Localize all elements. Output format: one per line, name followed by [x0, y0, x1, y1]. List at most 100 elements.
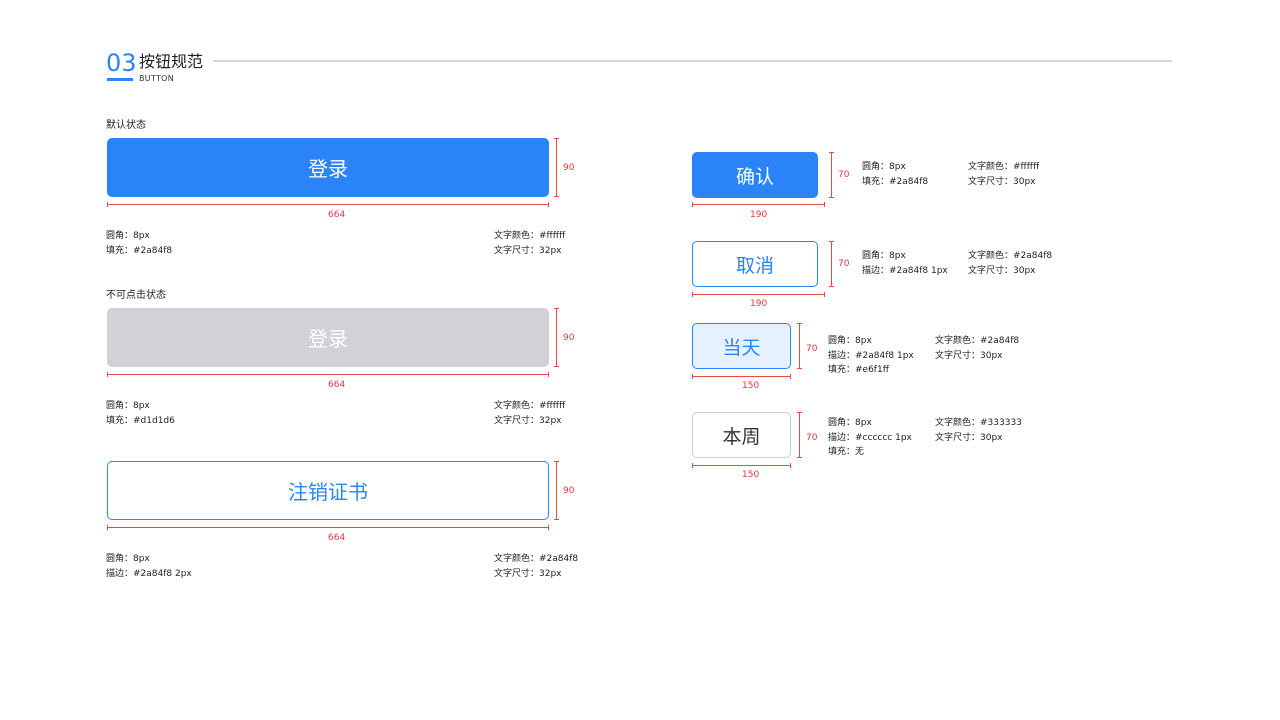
- default-state-label: 默认状态: [106, 120, 146, 131]
- height-dimension-line: [831, 152, 832, 198]
- height-dimension-tick: [829, 286, 834, 287]
- spec-text-size: 文字尺寸：30px: [968, 265, 1036, 276]
- section-number-underline: [107, 78, 133, 81]
- spec-text-color: 文字颜色：#2a84f8: [968, 251, 1053, 261]
- spec-block-left: 圆角：8px 描边：#2a84f8 1px 填充：#e6f1ff: [828, 334, 914, 378]
- spec-text-size: 文字尺寸：30px: [935, 432, 1003, 443]
- width-dimension-tick: [548, 525, 549, 530]
- height-dimension-tick: [554, 138, 559, 139]
- spec-block-right: 文字颜色：#ffffff 文字尺寸：32px: [494, 399, 565, 428]
- height-dimension-line: [556, 138, 557, 197]
- height-dimension-tick: [554, 366, 559, 367]
- height-dimension-tick: [829, 197, 834, 198]
- width-dimension-line: [692, 204, 825, 205]
- section-subtitle: BUTTON: [139, 74, 175, 83]
- header-divider: [213, 60, 1172, 62]
- width-dimension-line: [692, 465, 791, 466]
- height-dimension-label: 90: [563, 486, 575, 496]
- spec-block-left: 圆角：8px 填充：#2a84f8: [106, 229, 172, 258]
- spec-stroke: 描边：#2a84f8 2px: [106, 568, 192, 579]
- width-dimension-tick: [824, 202, 825, 207]
- width-dimension-tick: [790, 463, 791, 468]
- height-dimension-line: [556, 308, 557, 367]
- width-dimension-tick: [692, 463, 693, 468]
- spec-text-size: 文字尺寸：32px: [494, 245, 562, 256]
- height-dimension-tick: [554, 519, 559, 520]
- width-dimension-tick: [107, 525, 108, 530]
- width-dimension-line: [692, 376, 791, 377]
- width-dimension-tick: [107, 372, 108, 377]
- spec-text-color: 文字颜色：#ffffff: [494, 231, 566, 241]
- login-button-default[interactable]: 登录: [107, 138, 549, 197]
- width-dimension-line: [107, 527, 549, 528]
- spec-fill: 填充：#2a84f8: [106, 245, 173, 256]
- spec-text-size: 文字尺寸：32px: [494, 415, 562, 426]
- spec-text-color: 文字颜色：#333333: [935, 418, 1022, 428]
- width-dimension-tick: [692, 202, 693, 207]
- section-number: 03: [106, 49, 137, 77]
- height-dimension-label: 90: [563, 333, 575, 343]
- width-dimension-tick: [548, 372, 549, 377]
- spec-fill: 填充：#d1d1d6: [106, 415, 175, 426]
- spec-radius: 圆角：8px: [828, 336, 872, 346]
- width-dimension-label: 190: [750, 299, 768, 309]
- spec-text-color: 文字颜色：#ffffff: [494, 401, 566, 411]
- spec-block-right: 文字颜色：#333333 文字尺寸：30px: [935, 416, 1022, 445]
- height-dimension-tick: [829, 241, 834, 242]
- height-dimension-tick: [797, 457, 802, 458]
- spec-block-left: 圆角：8px 描边：#2a84f8 1px: [862, 249, 948, 278]
- today-filter-button[interactable]: 当天: [692, 323, 791, 369]
- spec-text-size: 文字尺寸：32px: [494, 568, 562, 579]
- width-dimension-tick: [548, 202, 549, 207]
- revoke-certificate-button[interactable]: 注销证书: [107, 461, 549, 520]
- spec-text-size: 文字尺寸：30px: [935, 350, 1003, 361]
- height-dimension-line: [799, 412, 800, 458]
- height-dimension-line: [556, 461, 557, 520]
- spec-stroke: 描边：#2a84f8 1px: [828, 350, 914, 361]
- spec-block-right: 文字颜色：#2a84f8 文字尺寸：32px: [494, 552, 578, 581]
- width-dimension-label: 150: [742, 381, 760, 391]
- width-dimension-label: 664: [328, 210, 346, 220]
- spec-block-right: 文字颜色：#2a84f8 文字尺寸：30px: [968, 249, 1052, 278]
- spec-block-left: 圆角：8px 描边：#2a84f8 2px: [106, 552, 192, 581]
- confirm-button[interactable]: 确认: [692, 152, 818, 198]
- height-dimension-tick: [829, 152, 834, 153]
- width-dimension-tick: [824, 292, 825, 297]
- width-dimension-label: 664: [328, 533, 346, 543]
- spec-fill: 填充：#e6f1ff: [828, 365, 889, 375]
- width-dimension-line: [107, 374, 549, 375]
- spec-text-size: 文字尺寸：30px: [968, 176, 1036, 187]
- height-dimension-tick: [554, 196, 559, 197]
- spec-radius: 圆角：8px: [106, 554, 150, 564]
- this-week-filter-button[interactable]: 本周: [692, 412, 791, 458]
- spec-text-color: 文字颜色：#ffffff: [968, 162, 1040, 172]
- login-button-disabled: 登录: [107, 308, 549, 367]
- spec-radius: 圆角：8px: [106, 231, 150, 241]
- width-dimension-tick: [107, 202, 108, 207]
- height-dimension-label: 90: [563, 163, 575, 173]
- height-dimension-label: 70: [806, 344, 818, 354]
- width-dimension-line: [107, 204, 549, 205]
- height-dimension-label: 70: [838, 259, 850, 269]
- height-dimension-tick: [554, 308, 559, 309]
- spec-text-color: 文字颜色：#2a84f8: [494, 554, 579, 564]
- width-dimension-tick: [692, 374, 693, 379]
- spec-text-color: 文字颜色：#2a84f8: [935, 336, 1020, 346]
- spec-fill: 填充：无: [828, 447, 865, 457]
- spec-block-left: 圆角：8px 填充：#d1d1d6: [106, 399, 175, 428]
- spec-block-right: 文字颜色：#2a84f8 文字尺寸：30px: [935, 334, 1019, 363]
- spec-block-left: 圆角：8px 描边：#cccccc 1px 填充：无: [828, 416, 912, 460]
- spec-radius: 圆角：8px: [862, 251, 906, 261]
- spec-block-left: 圆角：8px 填充：#2a84f8: [862, 160, 928, 189]
- spec-block-right: 文字颜色：#ffffff 文字尺寸：30px: [968, 160, 1039, 189]
- width-dimension-label: 150: [742, 470, 760, 480]
- width-dimension-label: 190: [750, 210, 768, 220]
- width-dimension-tick: [790, 374, 791, 379]
- spec-radius: 圆角：8px: [106, 401, 150, 411]
- spec-radius: 圆角：8px: [862, 162, 906, 172]
- height-dimension-tick: [554, 461, 559, 462]
- width-dimension-label: 664: [328, 380, 346, 390]
- disabled-state-label: 不可点击状态: [106, 290, 166, 301]
- height-dimension-tick: [797, 412, 802, 413]
- cancel-button[interactable]: 取消: [692, 241, 818, 287]
